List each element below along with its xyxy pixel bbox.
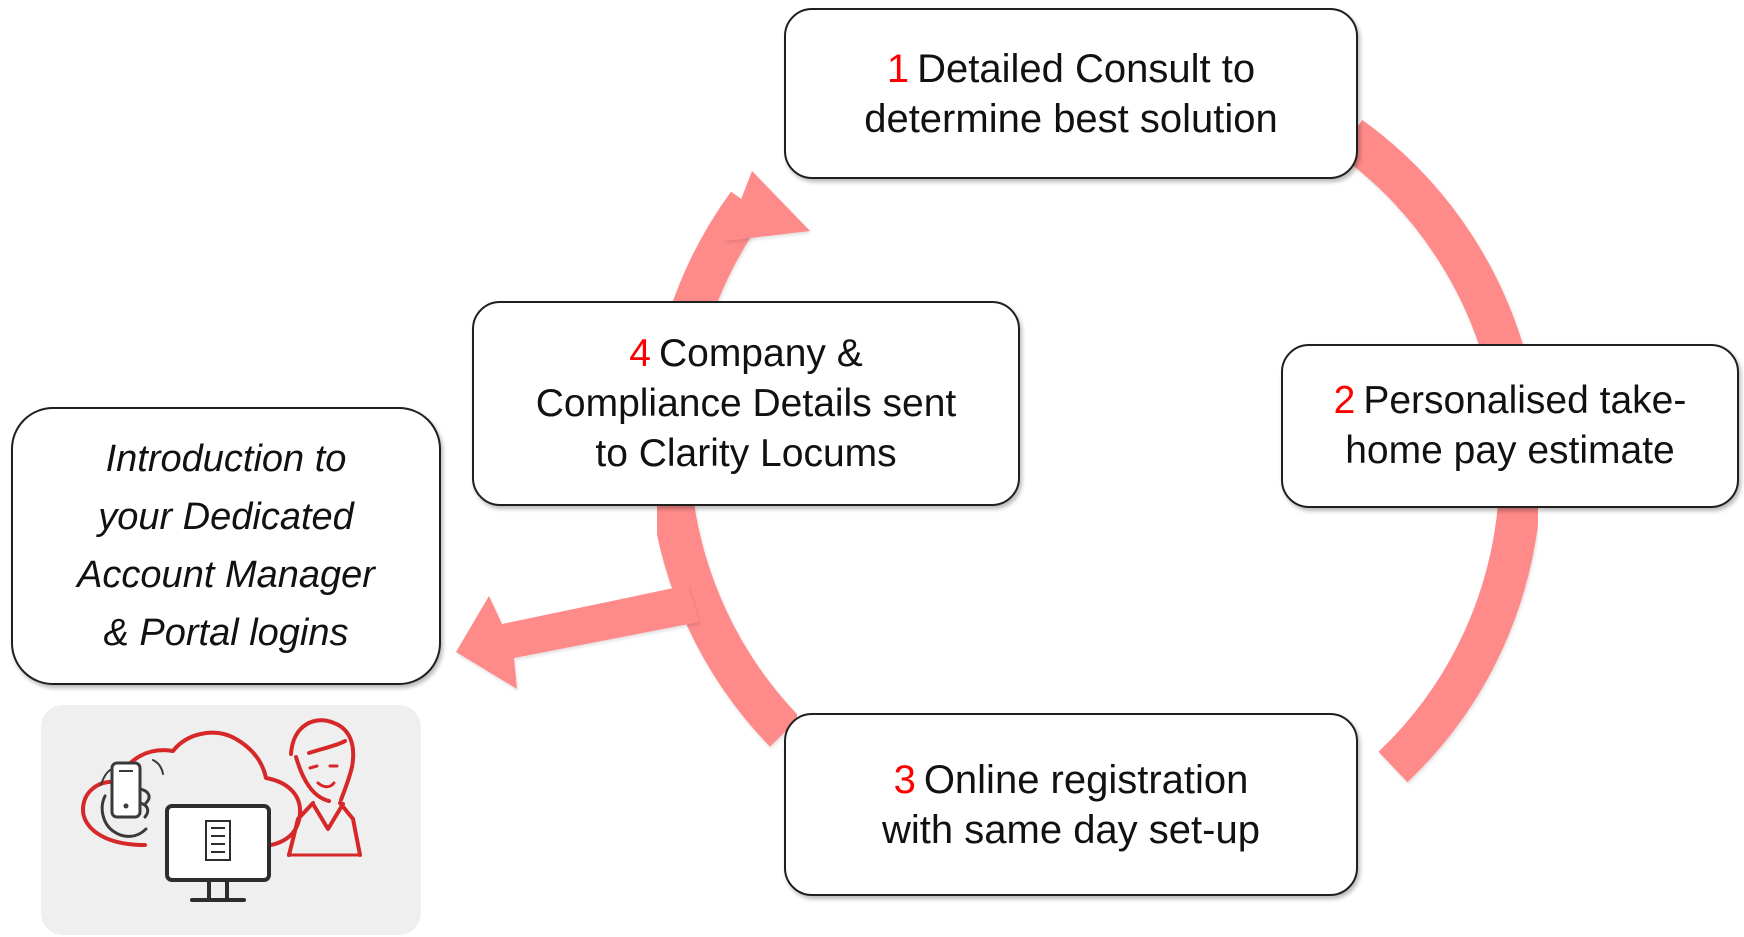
intro-line-3: Account Manager xyxy=(77,554,375,596)
intro-line-4: & Portal logins xyxy=(103,612,349,654)
step-2-line-2: home pay estimate xyxy=(1345,429,1675,472)
intro-line-2: your Dedicated xyxy=(98,496,354,538)
branch-arrow xyxy=(456,585,699,689)
step-2-line-1: Personalised take- xyxy=(1363,379,1687,422)
step-3-number: 3 xyxy=(893,757,916,802)
portal-illustration xyxy=(81,718,362,902)
step-1-number: 1 xyxy=(886,46,910,91)
cloud-icon xyxy=(81,730,303,847)
smartphone-in-hand-icon xyxy=(100,759,164,838)
step-3-line-2: with same day set-up xyxy=(882,807,1260,852)
step-1-line-2: determine best solution xyxy=(864,96,1278,141)
step-1-line-1: Detailed Consult to xyxy=(917,46,1256,91)
computer-monitor-icon xyxy=(165,804,271,902)
step-3-line-1: Online registration xyxy=(923,757,1249,802)
intro-text: Introduction to your Dedicated Account M… xyxy=(77,430,375,662)
intro-box: Introduction to your Dedicated Account M… xyxy=(11,407,441,685)
step-4-line-1: Company & xyxy=(658,331,863,375)
step-4-line-3: to Clarity Locums xyxy=(595,431,897,475)
step-2-number: 2 xyxy=(1333,379,1356,422)
woman-avatar-icon xyxy=(287,718,362,857)
cycle-arrow-head xyxy=(725,171,810,241)
intro-line-1: Introduction to xyxy=(105,438,347,480)
step-4-line-2: Compliance Details sent xyxy=(535,381,957,425)
step-4-number: 4 xyxy=(629,331,651,375)
portal-illustration-tile xyxy=(41,705,421,935)
